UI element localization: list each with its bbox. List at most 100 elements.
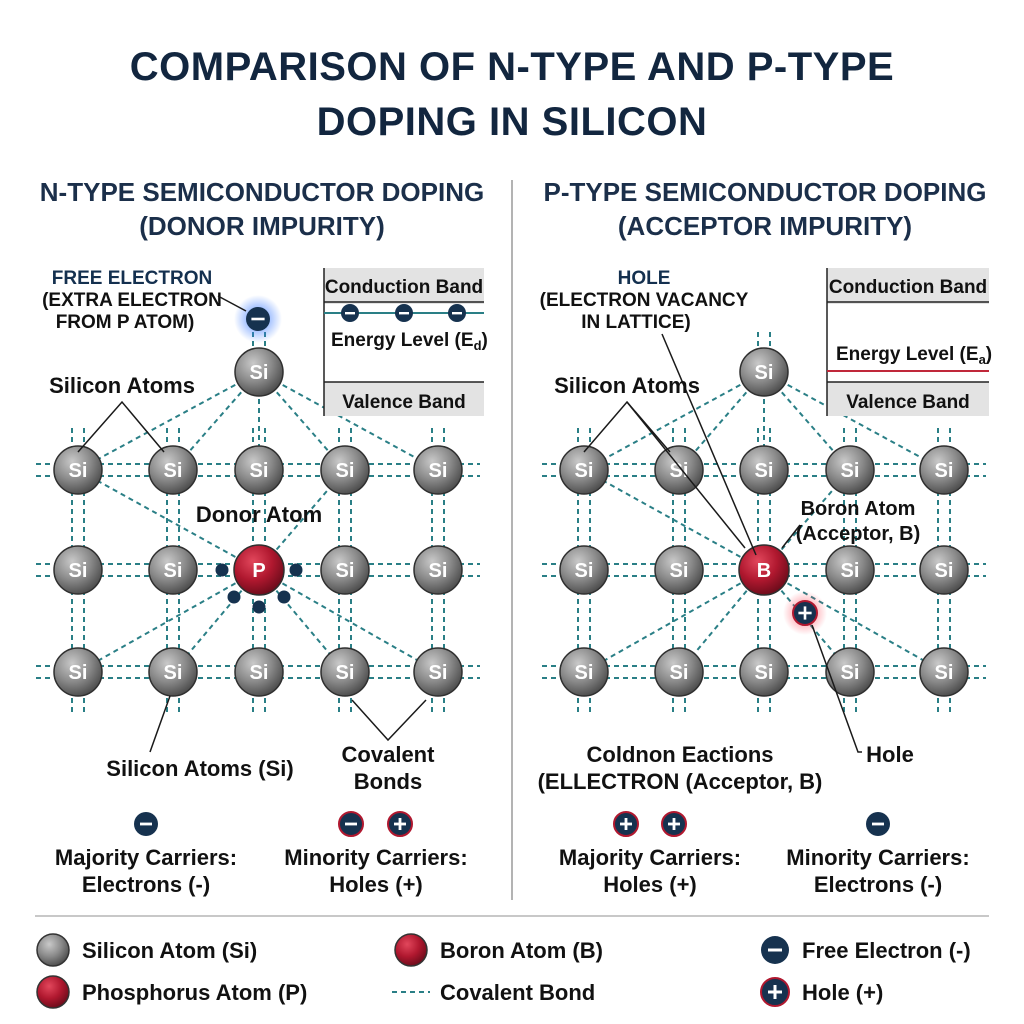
legend-silicon-swatch (36, 933, 70, 967)
p-si-r2-c3: Si (825, 647, 875, 697)
n-si-r1-c4: Si (413, 545, 463, 595)
n-si-r2-c0-symbol: Si (69, 662, 88, 684)
p-si-r2-c0-symbol: Si (575, 662, 594, 684)
p-minority-icon (866, 812, 890, 836)
p-band-diagram: Conduction Band Valence Band Energy Leve… (826, 268, 992, 416)
n-si-r0-c4: Si (413, 445, 463, 495)
n-si-r2-c1: Si (148, 647, 198, 697)
p-majority-line1: Majority Carriers: (559, 845, 741, 870)
n-si-r1-c3: Si (320, 545, 370, 595)
n-minority-line1: Minority Carriers: (284, 845, 467, 870)
n-covalent-label1: Covalent (342, 742, 436, 767)
p-si-r2-c3-symbol: Si (841, 662, 860, 684)
p-si-r2-c4: Si (919, 647, 969, 697)
n-si-r0-c0-symbol: Si (69, 460, 88, 482)
p-valence-label: Valence Band (846, 392, 970, 413)
p-si-r0-c3: Si (825, 445, 875, 495)
legend-covalent-label: Covalent Bond (440, 980, 595, 1005)
n-energy-level-close: ) (482, 330, 488, 351)
legend-phosphorus-label: Phosphorus Atom (P) (82, 980, 307, 1005)
n-covalent-label2: Bonds (354, 769, 422, 794)
n-donor-electron-3 (227, 590, 241, 604)
p-conduction-label: Conduction Band (829, 277, 987, 298)
n-majority-line2: Electrons (-) (82, 872, 210, 897)
n-energy-level-sub: d (474, 338, 482, 353)
n-free-electron (234, 295, 282, 343)
p-majority-line2: Holes (+) (603, 872, 697, 897)
legend-free-electron-swatch (761, 936, 789, 964)
title-line1: COMPARISON OF N-TYPE AND P-TYPE (130, 45, 894, 89)
p-si-r1-c1: Si (654, 545, 704, 595)
p-si-r1-c3: Si (825, 545, 875, 595)
n-conduction-band (324, 268, 484, 304)
n-si-r0-c1-symbol: Si (164, 460, 183, 482)
p-boron-label1: Boron Atom (801, 498, 916, 520)
legend-silicon-label: Silicon Atom (Si) (82, 938, 257, 963)
p-garbled-line1: Coldnon Eactions (587, 742, 774, 767)
p-dopant-atom: B (738, 544, 790, 596)
legend: Silicon Atom (Si) Phosphorus Atom (P) Bo… (36, 933, 971, 1009)
n-si-r0-c2: Si (234, 445, 284, 495)
p-si-r2-c1-symbol: Si (670, 662, 689, 684)
n-si-r2-c0: Si (53, 647, 103, 697)
p-si-r0-c4: Si (919, 445, 969, 495)
p-top-diag-4 (763, 371, 945, 471)
p-minority-line1: Minority Carriers: (786, 845, 969, 870)
n-donor-electron-2 (289, 563, 303, 577)
p-hole-icon (792, 600, 818, 626)
p-si-r1-c4: Si (919, 545, 969, 595)
n-donor-atom-label: Donor Atom (196, 502, 322, 527)
n-panel-heading-line1: N-TYPE SEMICONDUCTOR DOPING (40, 177, 484, 207)
n-dopant-diag-0 (77, 469, 260, 571)
n-si-r2-c1-symbol: Si (164, 662, 183, 684)
n-silicon-atoms-leader (77, 400, 165, 453)
p-dopant-atom-symbol: B (757, 560, 771, 582)
p-silicon-atoms-label: Silicon Atoms (554, 373, 700, 398)
n-donor-electron-5 (252, 600, 266, 614)
n-si-r1-c4-symbol: Si (429, 560, 448, 582)
p-si-r0-c2: Si (739, 445, 789, 495)
p-energy-level-close: ) (986, 344, 992, 365)
p-panel-heading-line2: (ACCEPTOR IMPURITY) (618, 211, 912, 241)
legend-phosphorus-swatch (36, 975, 70, 1009)
n-si-r1-c0-symbol: Si (69, 560, 88, 582)
p-si-r2-c2-symbol: Si (755, 662, 774, 684)
p-si-r2-c1: Si (654, 647, 704, 697)
p-valence-band (827, 382, 989, 416)
legend-boron-label: Boron Atom (B) (440, 938, 603, 963)
n-si-r0-c3: Si (320, 445, 370, 495)
p-boron-label2: (Acceptor, B) (796, 523, 920, 545)
n-donor-electron-4 (277, 590, 291, 604)
n-si-top: Si (234, 347, 284, 397)
p-si-top: Si (739, 347, 789, 397)
p-garbled-line2: (ELLECTRON (Acceptor, B) (538, 769, 823, 794)
n-si-r1-c1-symbol: Si (164, 560, 183, 582)
n-free-electron-leader (217, 295, 247, 312)
n-si-r2-c2: Si (234, 647, 284, 697)
n-si-top-symbol: Si (250, 362, 269, 384)
n-minority-icon-minus (338, 811, 364, 837)
n-si-r2-c4: Si (413, 647, 463, 697)
n-si-r1-c0: Si (53, 545, 103, 595)
n-top-diag-4 (258, 371, 439, 471)
n-energy-level-label: Energy Level (Ed) (331, 330, 488, 353)
n-band-electron-3 (448, 304, 466, 322)
n-free-electron-desc2: FROM P ATOM) (56, 312, 195, 333)
legend-boron-swatch (394, 933, 428, 967)
n-free-electron-desc1: (EXTRA ELECTRON (42, 290, 222, 311)
legend-hole-label: Hole (+) (802, 980, 883, 1005)
n-si-r2-c3-symbol: Si (336, 662, 355, 684)
n-majority-icon (134, 812, 158, 836)
n-band-electron-2 (395, 304, 413, 322)
p-si-r1-c1-symbol: Si (670, 560, 689, 582)
n-si-r0-c1: Si (148, 445, 198, 495)
n-dopant-atom: P (233, 544, 285, 596)
p-si-r0-c3-symbol: Si (841, 460, 860, 482)
p-si-r2-c0: Si (559, 647, 609, 697)
n-dopant-diag-4 (258, 569, 439, 673)
n-silicon-atoms-label: Silicon Atoms (49, 373, 195, 398)
n-si-r0-c2-symbol: Si (250, 460, 269, 482)
n-minority-line2: Holes (+) (329, 872, 423, 897)
p-dopant-diag-4 (763, 569, 945, 673)
